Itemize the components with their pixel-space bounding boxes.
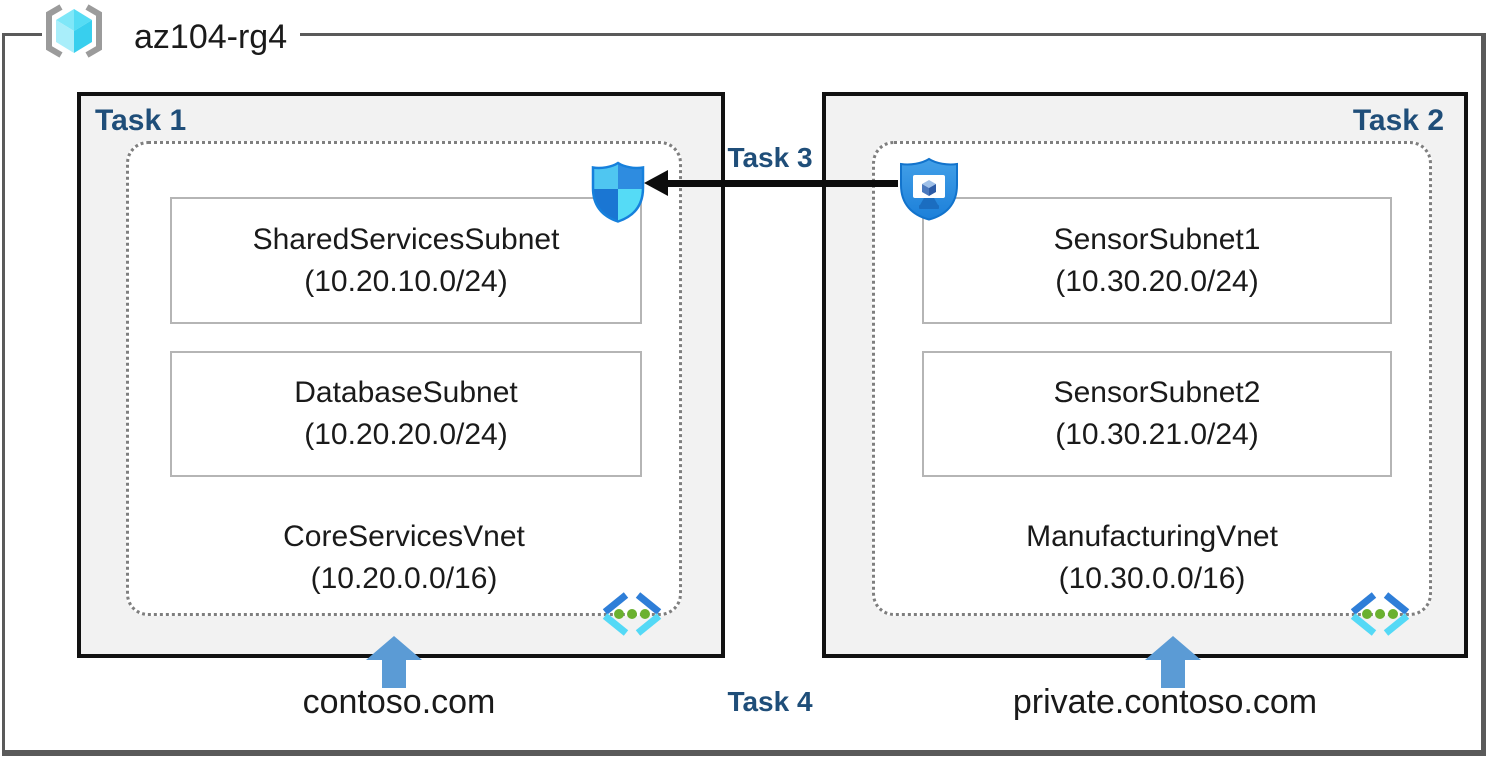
database-subnet-box: DatabaseSubnet (10.20.20.0/24) <box>170 351 642 477</box>
peering-arrow-head-icon <box>644 170 668 196</box>
task3-label: Task 3 <box>727 142 813 173</box>
core-services-vnet-box: SharedServicesSubnet (10.20.10.0/24) Dat… <box>126 141 682 636</box>
subnet-cidr: (10.30.21.0/24) <box>1055 418 1259 451</box>
resource-group-border <box>2 33 1486 756</box>
task1-label: Task 1 <box>95 104 187 137</box>
virtual-network-icon <box>1347 592 1413 636</box>
network-security-group-icon <box>588 160 648 224</box>
subnet-cidr: (10.20.10.0/24) <box>304 264 508 298</box>
bastion-shield-monitor-icon <box>897 156 961 222</box>
virtual-network-icon <box>599 592 665 636</box>
task1-box: Task 1 SharedServicesSubnet (10.20.10.0/… <box>77 92 725 658</box>
subnet-name: DatabaseSubnet <box>294 376 518 409</box>
manufacturing-vnet-box: SensorSubnet1 (10.30.20.0/24) SensorSubn… <box>872 141 1432 636</box>
subnet-cidr: (10.30.20.0/24) <box>1055 264 1259 298</box>
subnet-name: SharedServicesSubnet <box>252 222 560 256</box>
private-dns-zone-label: private.contoso.com <box>1012 683 1318 721</box>
task2-label: Task 2 <box>1352 104 1444 137</box>
task4-label: Task 4 <box>727 686 813 717</box>
sensor-subnet2-box: SensorSubnet2 (10.30.21.0/24) <box>922 351 1392 477</box>
vnet-name-label: CoreServicesVnet (10.20.0.0/16) <box>283 520 525 595</box>
subnet-name: SensorSubnet1 <box>1053 222 1261 256</box>
subnet-name: SensorSubnet2 <box>1053 376 1261 409</box>
dns-zone-label: contoso.com <box>302 683 496 721</box>
resource-group-name: az104-rg4 <box>134 18 288 56</box>
resource-group-border-gap <box>42 28 300 42</box>
up-arrow-icon <box>366 636 422 688</box>
sensor-subnet1-box: SensorSubnet1 (10.30.20.0/24) <box>922 197 1392 324</box>
task2-box: Task 2 SensorSubnet1 (10.30.20.0/24) Sen… <box>822 92 1468 658</box>
vnet-name-label: ManufacturingVnet (10.30.0.0/16) <box>1026 520 1278 595</box>
shared-services-subnet-box: SharedServicesSubnet (10.20.10.0/24) <box>170 197 642 324</box>
peering-arrow-shaft <box>666 180 898 187</box>
subnet-cidr: (10.20.20.0/24) <box>304 418 508 451</box>
up-arrow-icon <box>1145 636 1201 688</box>
resource-group-icon <box>44 4 104 58</box>
